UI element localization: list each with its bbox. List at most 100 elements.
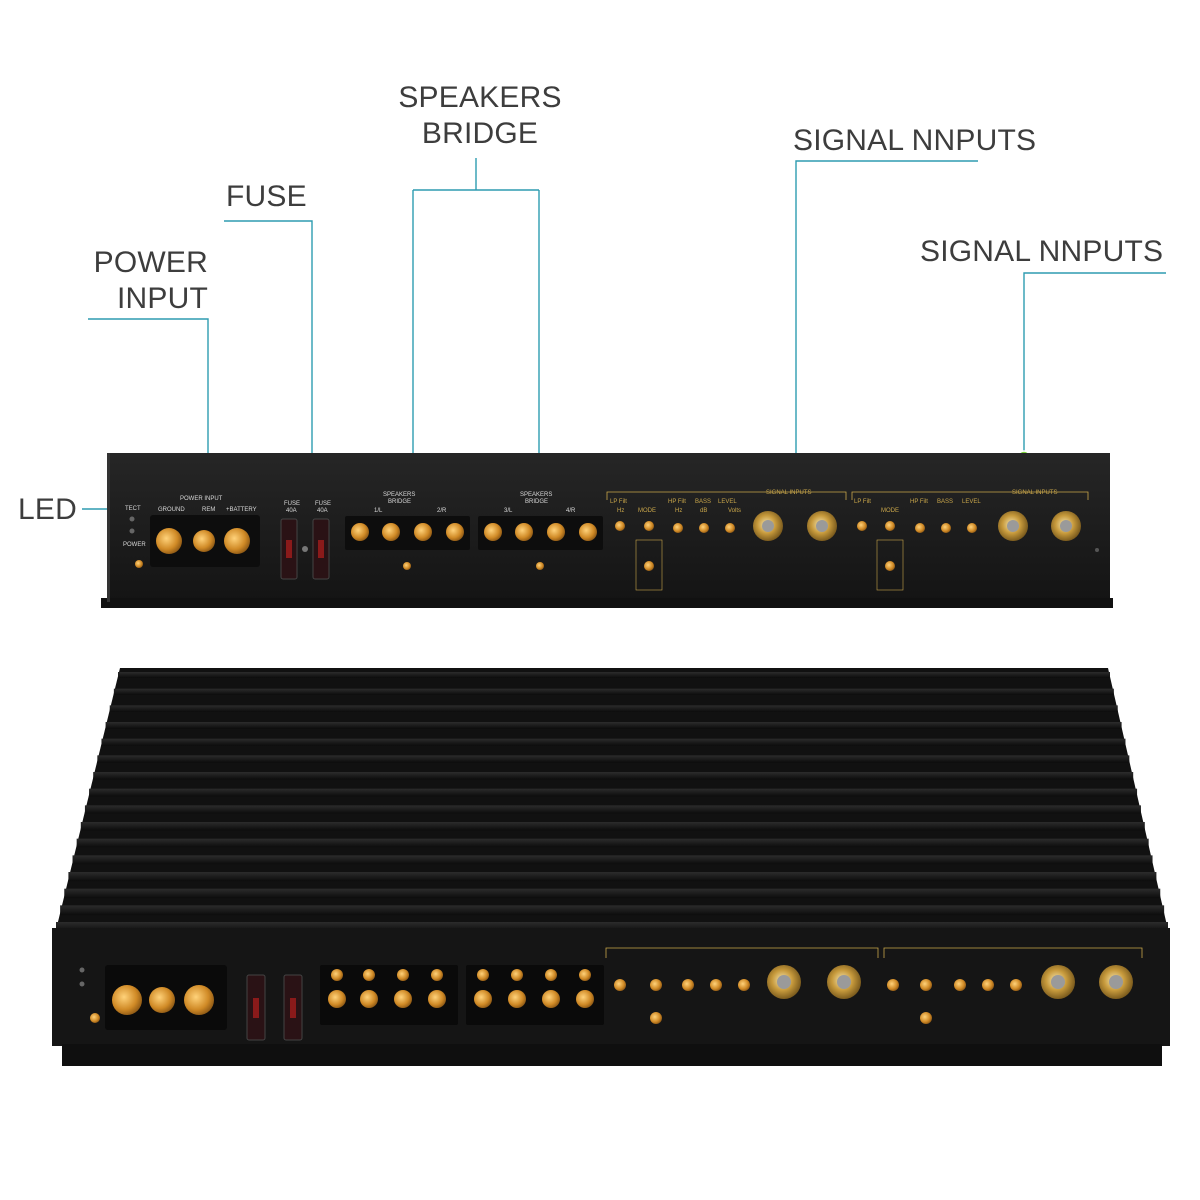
ch-2r-label: 2/R [437, 508, 447, 514]
speaker-terminal-2 [382, 523, 400, 541]
heatsink-fin [64, 888, 1161, 899]
mode-switch-2 [885, 561, 895, 571]
hp-filt-2-label: HP Filt [910, 499, 928, 505]
speaker-terminal [579, 969, 591, 981]
speaker-terminal-1 [351, 523, 369, 541]
mode-switch-1 [644, 561, 654, 571]
heatsink-fin [68, 872, 1157, 882]
signal-inputs-callout-1: SIGNAL NNPUTS [793, 124, 1037, 157]
speaker-terminal [397, 969, 409, 981]
heatsink-top [56, 668, 1168, 930]
speaker-terminal [360, 990, 378, 1008]
rem-label: REM [202, 507, 215, 513]
heatsink-fin [76, 838, 1149, 848]
speaker-terminal [511, 969, 523, 981]
speaker-terminal [542, 990, 560, 1008]
level-volts-1: Volts [728, 508, 741, 514]
control-knob [710, 979, 722, 991]
battery-label: +BATTERY [226, 507, 257, 513]
speakers-terminal-block-1 [345, 516, 470, 550]
mode-switch [650, 1012, 662, 1024]
signal-inputs-1-leader [795, 160, 978, 460]
heatsink-fin [80, 822, 1145, 831]
rem-terminal [193, 530, 215, 552]
heatsink-fin [93, 772, 1134, 780]
speaker-terminal-7 [547, 523, 565, 541]
hp-filt-knob-2 [915, 523, 925, 533]
speaker-terminal [428, 990, 446, 1008]
speaker-terminal [394, 990, 412, 1008]
speaker-terminal [331, 969, 343, 981]
protect-led [129, 516, 135, 522]
speakers-2-bridge: BRIDGE [525, 499, 548, 505]
bass-db-1: dB [700, 508, 707, 514]
speaker-terminal [508, 990, 526, 1008]
ch-1l-label: 1/L [374, 508, 383, 514]
speaker-terminal-6 [515, 523, 533, 541]
mode-1-label: MODE [638, 508, 656, 514]
signal-inputs-2-label: SIGNAL INPUTS [1012, 490, 1057, 496]
power-input-callout: POWER INPUT [60, 245, 208, 317]
fuse-1-rating: 40A [286, 508, 297, 514]
speaker-terminals-bottom [328, 969, 594, 1008]
heatsink-fin [84, 805, 1141, 814]
heatsink-fin [56, 922, 1168, 932]
signal-inputs-callout-2: SIGNAL NNPUTS [920, 235, 1164, 268]
speaker-terminal-4 [446, 523, 464, 541]
power-label: POWER [123, 542, 146, 548]
control-knob [982, 979, 994, 991]
speaker-terminal [474, 990, 492, 1008]
control-knobs-bottom [614, 979, 1022, 1024]
lp-filt-2-label: LP Filt [854, 499, 871, 505]
bass-knob-1 [699, 523, 709, 533]
speakers-bridge-callout: SPEAKERS BRIDGE [380, 80, 580, 152]
hp-filt-1-label: HP Filt [668, 499, 686, 505]
led-callout: LED [18, 493, 77, 526]
heatsink-fins [56, 672, 1168, 932]
ch-3l-label: 3/L [504, 508, 513, 514]
speakers-bridge-callout-line1: SPEAKERS [398, 81, 562, 114]
ground-terminal [156, 528, 182, 554]
fuse-1-label: FUSE [284, 501, 300, 507]
heatsink-fin [109, 705, 1118, 712]
battery-terminal [224, 528, 250, 554]
power-led [129, 528, 135, 534]
bass-1-label: BASS [695, 499, 711, 505]
power-input-leader [88, 318, 209, 468]
mode-switch [920, 1012, 932, 1024]
level-knob-1 [725, 523, 735, 533]
speaker-terminal-8 [579, 523, 597, 541]
mode-2-label: MODE [881, 508, 899, 514]
ch-4r-label: 4/R [566, 508, 576, 514]
heatsink-fin [113, 688, 1114, 695]
ground-label: GROUND [158, 507, 185, 513]
power-input-label: POWER INPUT [180, 496, 223, 502]
control-knob [1010, 979, 1022, 991]
control-knob [887, 979, 899, 991]
speakers-terminal-block-2 [478, 516, 603, 550]
control-knob [920, 979, 932, 991]
heatsink-fin [72, 855, 1153, 865]
power-input-callout-line2: INPUT [117, 282, 208, 315]
speakers-2-label: SPEAKERS [520, 492, 552, 498]
control-knob [954, 979, 966, 991]
panel-screw-left [135, 560, 143, 568]
mode-knob-1 [644, 521, 654, 531]
lp-filt-1-label: LP Filt [610, 499, 627, 505]
signal-inputs-2-leader [1023, 272, 1166, 456]
lp-hz-1: Hz [617, 508, 624, 514]
heatsink-fin [105, 722, 1122, 729]
mode-knob-2 [885, 521, 895, 531]
speaker-terminal [363, 969, 375, 981]
level-2-label: LEVEL [962, 499, 981, 505]
heatsink-fin [89, 788, 1138, 797]
fuse-callout: FUSE [226, 180, 307, 213]
hp-filt-knob-1 [673, 523, 683, 533]
speaker-terminal-3 [414, 523, 432, 541]
speakers-bridge-callout-line2: BRIDGE [421, 117, 539, 150]
speaker-terminal [328, 990, 346, 1008]
heatsink-fin [118, 672, 1110, 678]
